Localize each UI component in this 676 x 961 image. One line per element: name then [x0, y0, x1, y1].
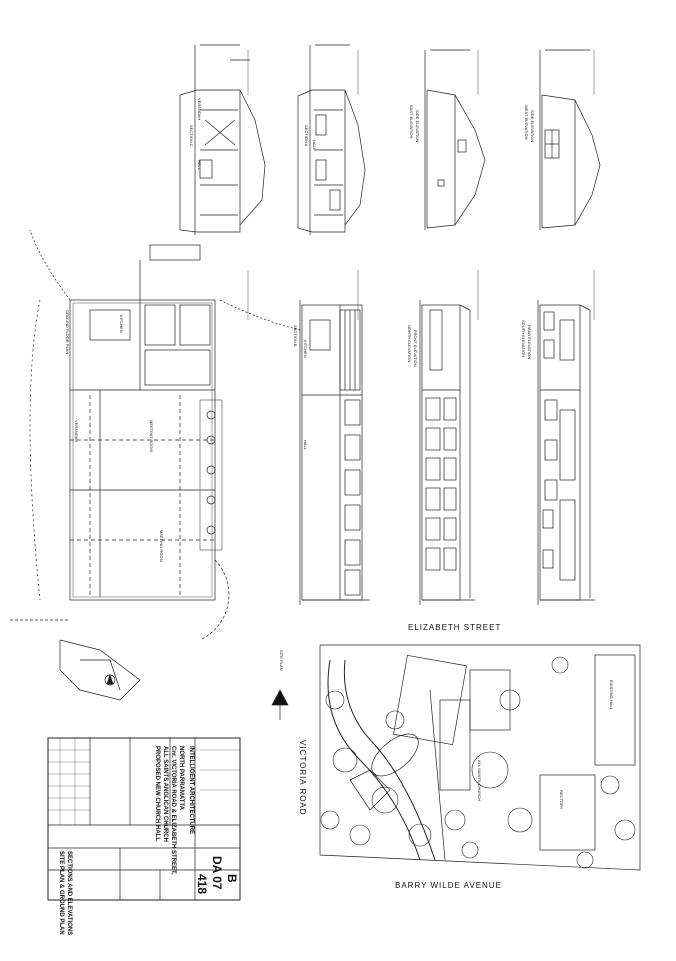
existing-hall-label: EXISTING HALL: [609, 680, 614, 711]
site-labels: ALL SAINTS CHURCH RECTORY EXISTING HALL: [477, 680, 614, 810]
project-title-line-2: ALL SAINTS ANGLICAN CHURCH: [162, 746, 168, 842]
east-elevation-drawing: [424, 49, 486, 230]
section-a-label: SECTION A: [304, 125, 309, 147]
church-label: ALL SAINTS CHURCH: [477, 760, 482, 801]
north-arrow-icon: [104, 673, 116, 686]
section-a-hall-label: HALL: [312, 140, 317, 151]
title-block-frame: [47, 737, 241, 901]
view-labels: SECTION C SECTION A EAST ELEVATION SIDE …: [65, 105, 535, 671]
north-elevation-label: NORTH ELEVATION: [407, 325, 412, 362]
section-c-label: SECTION C: [189, 125, 194, 147]
ground-floor-plan-drawing: [10, 229, 301, 701]
room-labels: HALL VERANDAH HALL HALL KITCHEN VERANDAH…: [74, 98, 317, 562]
plan-verandah-label: VERANDAH: [74, 420, 79, 442]
job-number: 418: [195, 874, 209, 894]
firm-name: INTELLIGENT ARCHITECTURE: [188, 746, 194, 834]
section-b-drawing: [299, 300, 370, 605]
north-arrow-icon-site: [271, 689, 289, 720]
section-c-drawing: [179, 44, 266, 235]
barry-wilde-avenue-label: BARRY WILDE AVENUE: [395, 881, 502, 890]
site-plan-drawing: [319, 644, 641, 871]
elizabeth-street-label: ELIZABETH STREET: [408, 623, 501, 632]
east-elevation-label: EAST ELEVATION: [409, 105, 414, 138]
south-elevation-sublabel: REAR ELEVATION: [527, 325, 532, 359]
dimension-strings-top: [247, 50, 595, 320]
title-block: PROPOSED NEW CHURCH HALL ALL SAINTS ANGL…: [58, 746, 239, 935]
meeting-room-2-label: MEETING ROOM: [159, 530, 164, 562]
section-b-label: SECTION B: [293, 325, 298, 347]
drawing-title-2: SECTIONS AND ELEVATIONS: [66, 851, 72, 935]
east-elevation-sublabel: SIDE ELEVATION: [415, 110, 420, 142]
drawing-number: DA 07: [210, 856, 224, 890]
victoria-road-label: VICTORIA ROAD: [298, 740, 307, 816]
south-elevation-drawing: [537, 300, 595, 605]
project-title-line-3: Cnr. VICTORIA ROAD & ELIZABETH STREET,: [170, 746, 176, 875]
site-plan-label: SITE PLAN: [279, 650, 284, 671]
revision-letter: B: [225, 874, 239, 883]
west-elevation-sublabel: SIDE ELEVATION: [530, 110, 535, 142]
street-labels: ELIZABETH STREET VICTORIA ROAD BARRY WIL…: [298, 623, 502, 890]
project-title-line-1: PROPOSED NEW CHURCH HALL: [154, 746, 160, 841]
rectory-label: RECTORY: [559, 790, 564, 810]
title-block-grid: [48, 738, 240, 825]
section-b-kitchen-label: KITCHEN: [303, 340, 308, 358]
site-trees: [320, 656, 636, 869]
west-elevation-drawing: [539, 49, 601, 230]
north-elevation-sublabel: FRONT ELEVATION: [413, 330, 418, 367]
plan-kitchen-label: KITCHEN: [119, 315, 124, 333]
ground-floor-plan-label: GROUND FLOOR PLAN: [65, 310, 70, 354]
meeting-room-1-label: MEETING ROOM: [149, 420, 154, 452]
section-a-drawing: [297, 44, 366, 235]
project-title-line-4: NORTH PARRAMATTA: [178, 746, 184, 811]
drawing-title-1: SITE PLAN & GROUND PLAN: [58, 851, 64, 935]
north-elevation-drawing: [419, 300, 475, 605]
south-elevation-label: SOUTH ELEVATION: [521, 320, 526, 357]
section-b-hall-label: HALL: [303, 440, 308, 451]
section-c-verandah-label: VERANDAH: [197, 98, 202, 120]
section-c-hall-label: HALL: [197, 160, 202, 171]
west-elevation-label: WEST ELEVATION: [524, 105, 529, 140]
